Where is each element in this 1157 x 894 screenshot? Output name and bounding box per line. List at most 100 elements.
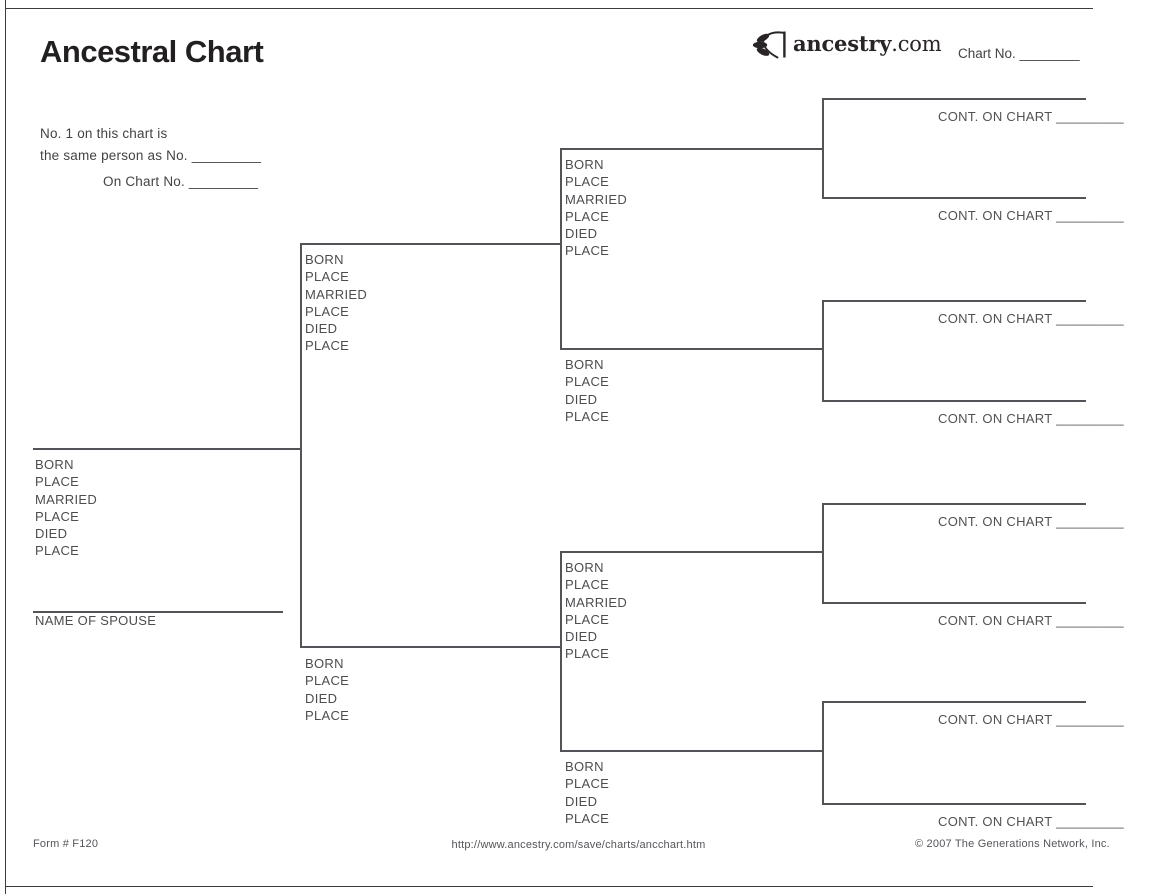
spouse-name-label: NAME OF SPOUSE bbox=[35, 613, 157, 628]
page-left-edge bbox=[5, 0, 6, 894]
gen4-name-line-8 bbox=[822, 803, 1086, 805]
maternal-grandfather-name-line bbox=[560, 551, 822, 553]
gen4-name-line-7 bbox=[822, 701, 1086, 703]
note-line-2-text: the same person as No. bbox=[40, 148, 188, 163]
father-fields: BORN PLACE MARRIED PLACE DIED PLACE bbox=[305, 251, 367, 355]
paternal-grandfather-name-line bbox=[560, 148, 822, 150]
field-label: PLACE bbox=[305, 707, 350, 723]
field-label: PLACE bbox=[305, 269, 350, 285]
cont-label: CONT. ON CHART bbox=[938, 814, 1053, 829]
gen4-name-line-4 bbox=[822, 400, 1086, 402]
field-label: BORN bbox=[305, 252, 344, 267]
field-label: PLACE bbox=[565, 577, 610, 593]
ancestry-logo: ancestry.com bbox=[753, 30, 942, 59]
cont-on-chart-7: CONT. ON CHART _________ bbox=[938, 712, 1124, 727]
cont-blank: _________ bbox=[1056, 109, 1124, 124]
cont-on-chart-2: CONT. ON CHART _________ bbox=[938, 208, 1124, 223]
cont-label: CONT. ON CHART bbox=[938, 109, 1053, 124]
cont-on-chart-4: CONT. ON CHART _________ bbox=[938, 411, 1124, 426]
cont-on-chart-1: CONT. ON CHART _________ bbox=[938, 109, 1124, 124]
paternal-grandfather-fields: BORN PLACE MARRIED PLACE DIED PLACE bbox=[565, 156, 627, 260]
gen3-connector-1 bbox=[822, 98, 824, 198]
field-label: MARRIED bbox=[35, 491, 98, 507]
field-label: PLACE bbox=[35, 508, 80, 524]
branch-leaves-icon bbox=[753, 30, 789, 59]
field-label: BORN bbox=[565, 357, 604, 372]
cont-blank: _________ bbox=[1056, 411, 1124, 426]
cont-blank: _________ bbox=[1056, 814, 1124, 829]
gen4-name-line-5 bbox=[822, 503, 1086, 505]
gen3-connector-3 bbox=[822, 503, 824, 604]
spouse-name-line bbox=[33, 611, 283, 613]
chart-no-blank: ________ bbox=[1019, 46, 1080, 61]
field-label: PLACE bbox=[565, 374, 610, 390]
cont-blank: _________ bbox=[1056, 712, 1124, 727]
form-number: Form # F120 bbox=[33, 838, 99, 850]
cont-label: CONT. ON CHART bbox=[938, 208, 1053, 223]
cont-on-chart-3: CONT. ON CHART _________ bbox=[938, 311, 1124, 326]
note-line-3-text: On Chart No. bbox=[103, 174, 185, 189]
note-line-1: No. 1 on this chart is bbox=[40, 126, 168, 141]
field-label: DIED bbox=[305, 690, 338, 706]
person-1-name-line bbox=[33, 448, 300, 450]
field-label: DIED bbox=[565, 391, 598, 407]
field-label: DIED bbox=[565, 629, 598, 645]
field-label: PLACE bbox=[565, 611, 610, 627]
field-label: PLACE bbox=[565, 243, 610, 259]
field-label: PLACE bbox=[35, 543, 80, 559]
father-to-gen3-connector bbox=[560, 148, 562, 349]
field-label: PLACE bbox=[35, 474, 80, 490]
cont-on-chart-5: CONT. ON CHART _________ bbox=[938, 514, 1124, 529]
cont-blank: _________ bbox=[1056, 514, 1124, 529]
field-label: DIED bbox=[565, 793, 598, 809]
cont-on-chart-6: CONT. ON CHART _________ bbox=[938, 613, 1124, 628]
person-1-fields: BORN PLACE MARRIED PLACE DIED PLACE bbox=[35, 456, 97, 560]
cont-blank: _________ bbox=[1056, 613, 1124, 628]
field-label: BORN bbox=[305, 656, 344, 671]
same-person-no-blank: _________ bbox=[191, 148, 262, 163]
gen1-to-gen2-connector bbox=[300, 243, 302, 647]
cont-label: CONT. ON CHART bbox=[938, 411, 1053, 426]
maternal-grandfather-fields: BORN PLACE MARRIED PLACE DIED PLACE bbox=[565, 559, 627, 663]
field-label: PLACE bbox=[305, 303, 350, 319]
paternal-grandmother-name-line bbox=[560, 348, 822, 350]
cont-label: CONT. ON CHART bbox=[938, 311, 1053, 326]
field-label: DIED bbox=[305, 321, 338, 337]
field-label: DIED bbox=[565, 226, 598, 242]
cont-blank: _________ bbox=[1056, 311, 1124, 326]
field-label: PLACE bbox=[565, 776, 610, 792]
cont-label: CONT. ON CHART bbox=[938, 712, 1053, 727]
logo-tld-text: .com bbox=[891, 32, 942, 56]
gen4-name-line-2 bbox=[822, 197, 1086, 199]
paternal-grandmother-fields: BORN PLACE DIED PLACE bbox=[565, 356, 609, 425]
page-title: Ancestral Chart bbox=[40, 34, 264, 69]
page-top-edge bbox=[5, 8, 1093, 9]
logo-wordmark: ancestry.com bbox=[793, 30, 942, 58]
copyright-notice: © 2007 The Generations Network, Inc. bbox=[915, 838, 1110, 850]
maternal-grandmother-name-line bbox=[560, 750, 822, 752]
field-label: BORN bbox=[35, 457, 74, 472]
cont-blank: _________ bbox=[1056, 208, 1124, 223]
field-label: PLACE bbox=[565, 174, 610, 190]
mother-fields: BORN PLACE DIED PLACE bbox=[305, 655, 349, 724]
mother-name-line bbox=[300, 646, 560, 648]
footer-url: http://www.ancestry.com/save/charts/ancc… bbox=[451, 839, 706, 851]
cont-label: CONT. ON CHART bbox=[938, 613, 1053, 628]
gen4-name-line-1 bbox=[822, 98, 1086, 100]
field-label: BORN bbox=[565, 560, 604, 575]
gen3-connector-4 bbox=[822, 701, 824, 804]
field-label: PLACE bbox=[565, 646, 610, 662]
cont-on-chart-8: CONT. ON CHART _________ bbox=[938, 814, 1124, 829]
field-label: PLACE bbox=[565, 408, 610, 424]
gen4-name-line-3 bbox=[822, 300, 1086, 302]
page-bottom-edge bbox=[5, 886, 1093, 887]
field-label: PLACE bbox=[565, 208, 610, 224]
father-name-line bbox=[300, 243, 560, 245]
field-label: DIED bbox=[35, 526, 68, 542]
chart-no-label: Chart No. bbox=[958, 46, 1016, 61]
logo-brand-text: ancestry bbox=[793, 31, 892, 56]
gen3-connector-2 bbox=[822, 300, 824, 401]
field-label: MARRIED bbox=[305, 286, 368, 302]
field-label: PLACE bbox=[305, 338, 350, 354]
